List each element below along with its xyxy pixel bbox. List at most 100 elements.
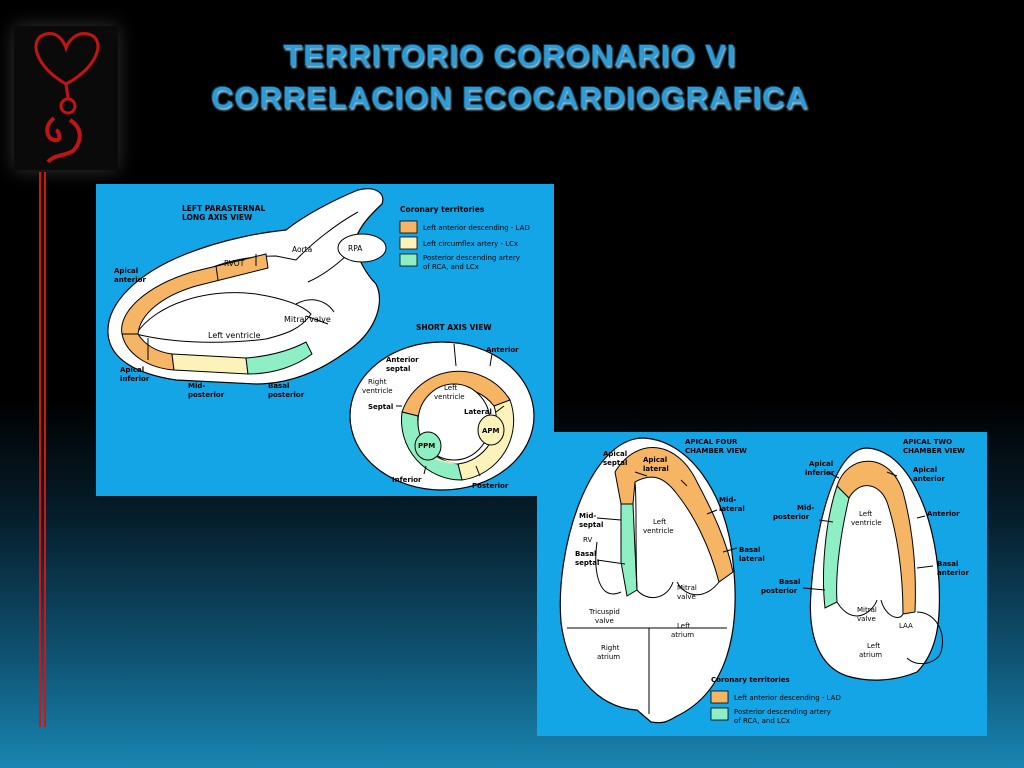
mitral-label-2: valve bbox=[677, 593, 696, 601]
rvot-label: RVOT bbox=[224, 259, 245, 268]
ppm-label: PPM bbox=[418, 442, 435, 450]
left-atrium-label-2: atrium bbox=[671, 631, 694, 639]
basal-septal-label-1: Basal bbox=[575, 550, 596, 558]
apm-muscle bbox=[477, 414, 505, 446]
decorative-red-line bbox=[39, 172, 41, 727]
sax-lv-label-1: Left bbox=[444, 384, 457, 392]
a2c-lad-segment bbox=[836, 460, 916, 615]
rpa-label: RPA bbox=[348, 244, 363, 253]
mid-posterior-label-1: Mid- bbox=[188, 382, 205, 390]
inferior-label: Inferior bbox=[392, 476, 422, 484]
tricuspid-label-2: valve bbox=[595, 617, 614, 625]
basal-lateral-label-1: Basal bbox=[739, 546, 760, 554]
a2c-apical-inferior-label-2: inferior bbox=[805, 469, 835, 477]
plax-mitral-valve bbox=[295, 299, 335, 325]
a4c-lv-label-2: ventricle bbox=[643, 527, 674, 535]
a2c-apical-anterior-label-2: anterior bbox=[913, 475, 945, 483]
plax-lad-segment bbox=[121, 253, 269, 335]
legend-swatch-lad bbox=[399, 220, 418, 234]
ppm-muscle bbox=[414, 431, 442, 461]
legend2-pda-1: Posterior descending artery bbox=[734, 708, 831, 716]
a2c-basal-anterior-label-1: Basal bbox=[937, 560, 958, 568]
anterior-septal-label-2: septal bbox=[386, 365, 410, 373]
a2c-la-label-1: Left bbox=[867, 642, 880, 650]
mid-posterior-label-2: posterior bbox=[188, 391, 225, 399]
apical-lateral-label-1: Apical bbox=[643, 456, 667, 464]
apical-inferior-label-2: inferior bbox=[120, 375, 150, 383]
sax-title: SHORT AXIS VIEW bbox=[416, 323, 492, 332]
a4c-heart-outline bbox=[559, 437, 736, 724]
legend-swatch-pda bbox=[399, 253, 418, 267]
apical-diagram: APICAL FOUR CHAMBER VIEW Apical septal A… bbox=[559, 437, 969, 725]
apm-label: APM bbox=[482, 427, 500, 435]
legend-pda-1: Posterior descending artery bbox=[423, 254, 520, 262]
tricuspid-label-1: Tricuspid bbox=[588, 608, 620, 616]
heart-icon bbox=[34, 32, 100, 164]
basal-lateral-label-2: lateral bbox=[739, 555, 765, 563]
right-ventricle-label-1: Right bbox=[368, 378, 387, 386]
rv-label: RV bbox=[583, 536, 592, 544]
right-ventricle-label-2: ventricle bbox=[362, 387, 393, 395]
plax-lv-cavity bbox=[135, 292, 312, 343]
a4c-title-1: APICAL FOUR bbox=[685, 438, 738, 446]
a2c-lv-label-1: Left bbox=[859, 510, 872, 518]
parasternal-views-panel: LEFT PARASTERNAL LONG AXIS VIEW RVOT Aor… bbox=[96, 184, 554, 496]
legend-lad: Left anterior descending - LAD bbox=[423, 224, 530, 232]
plax-rpa bbox=[337, 233, 387, 263]
a2c-title-1: APICAL TWO bbox=[903, 438, 952, 446]
page-title-line-1: TERRITORIO CORONARIO VI bbox=[283, 38, 737, 73]
right-atrium-label-1: Right bbox=[601, 644, 620, 652]
plax-title-line-2: LONG AXIS VIEW bbox=[182, 213, 253, 222]
mid-lateral-label-2: lateral bbox=[719, 505, 745, 513]
legend2-lad: Left anterior descending - LAD bbox=[734, 694, 841, 702]
a2c-anterior-label: Anterior bbox=[927, 510, 960, 518]
apical-views-panel: APICAL FOUR CHAMBER VIEW Apical septal A… bbox=[537, 432, 987, 736]
legend-title: Coronary territories bbox=[400, 205, 485, 214]
a2c-laa bbox=[906, 611, 943, 665]
plax-lcx-segment bbox=[171, 353, 249, 375]
legend-lcx: Left circumflex artery - LCx bbox=[423, 240, 518, 248]
mitral-valve-label: Mitral valve bbox=[284, 315, 331, 324]
sax-lv-label-2: ventricle bbox=[434, 393, 465, 401]
a2c-lv-label-2: ventricle bbox=[851, 519, 882, 527]
parasternal-diagram: LEFT PARASTERNAL LONG AXIS VIEW RVOT Aor… bbox=[107, 188, 535, 491]
septal-label: Septal bbox=[368, 403, 393, 411]
a2c-basal-posterior-label-1: Basal bbox=[779, 578, 800, 586]
a2c-basal-posterior-label-2: posterior bbox=[761, 587, 798, 595]
plax-pda-segment bbox=[245, 341, 313, 375]
a2c-mid-posterior-label-2: posterior bbox=[773, 513, 810, 521]
legend2-title: Coronary territories bbox=[711, 676, 790, 684]
anterior-septal-label-1: Anterior bbox=[386, 356, 419, 364]
a4c-lv-label-1: Left bbox=[653, 518, 666, 526]
a2c-mid-posterior-label-1: Mid- bbox=[797, 504, 814, 512]
apical-lateral-label-2: lateral bbox=[643, 465, 669, 473]
mid-septal-label-1: Mid- bbox=[579, 512, 596, 520]
a2c-title-2: CHAMBER VIEW bbox=[903, 447, 965, 455]
a2c-basal-anterior-label-2: anterior bbox=[937, 569, 969, 577]
apical-inferior-label-1: Apical bbox=[120, 366, 144, 374]
aorta-label: Aorta bbox=[292, 245, 312, 254]
a2c-apical-anterior-label-1: Apical bbox=[913, 466, 937, 474]
left-atrium-label-1: Left bbox=[677, 622, 690, 630]
basal-septal-label-2: septal bbox=[575, 559, 599, 567]
heart-logo bbox=[14, 26, 118, 170]
posterior-label: Posterior bbox=[472, 482, 509, 490]
mid-lateral-label-1: Mid- bbox=[719, 496, 736, 504]
a4c-title-2: CHAMBER VIEW bbox=[685, 447, 747, 455]
mitral-label-1: Mitral bbox=[677, 584, 697, 592]
plax-title-line-1: LEFT PARASTERNAL bbox=[182, 204, 265, 213]
basal-posterior-label-2: posterior bbox=[268, 391, 305, 399]
mid-septal-label-2: septal bbox=[579, 521, 603, 529]
legend2-pda-2: of RCA, and LCx bbox=[734, 717, 790, 725]
sax-anterior-label: Anterior bbox=[486, 346, 519, 354]
apical-anterior-label-2: anterior bbox=[114, 276, 146, 284]
a2c-mitral-label-1: Mitral bbox=[857, 606, 877, 614]
decorative-red-line bbox=[44, 172, 46, 727]
a4c-lad-segment bbox=[614, 447, 734, 583]
legend-pda-2: of RCA, and LCx bbox=[423, 263, 479, 271]
legend2-swatch-pda bbox=[710, 707, 729, 721]
a2c-apical-inferior-label-1: Apical bbox=[809, 460, 833, 468]
right-atrium-label-2: atrium bbox=[597, 653, 620, 661]
a2c-la-label-2: atrium bbox=[859, 651, 882, 659]
a2c-mitral-label-2: valve bbox=[857, 615, 876, 623]
